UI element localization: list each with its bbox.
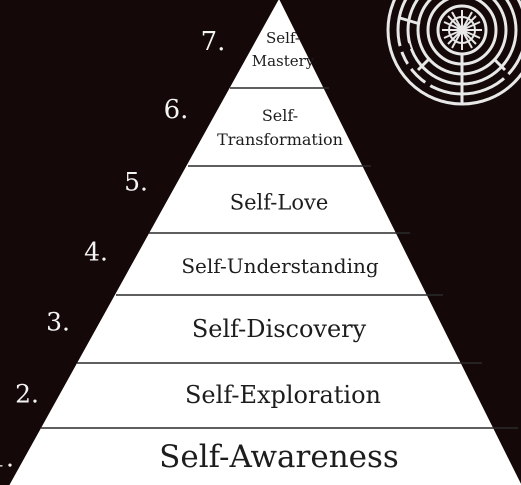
level-1-number: 1. <box>0 443 14 473</box>
level-6-number: 6. <box>163 95 189 125</box>
pyramid-shape <box>9 0 521 485</box>
level-1-label: Self-Awareness <box>159 438 399 475</box>
labyrinth-icon <box>386 0 521 106</box>
level-7-number: 7. <box>200 27 226 57</box>
level-3-number: 3. <box>46 307 70 337</box>
level-5-number: 5. <box>124 167 148 197</box>
level-7-label-line2: Mastery <box>251 52 315 70</box>
level-2-label: Self-Exploration <box>184 380 382 409</box>
level-3-label: Self-Discovery <box>191 314 367 343</box>
level-4-number: 4. <box>84 237 108 267</box>
level-7-label: Self- Mastery <box>252 27 315 74</box>
level-7-label-line1: Self- <box>265 28 301 47</box>
level-6-label-line2: Transformation <box>217 130 343 149</box>
level-5-label: Self-Love <box>229 190 329 215</box>
level-6-label: Self- Transformation <box>217 104 343 152</box>
level-4-label: Self-Understanding <box>181 254 379 278</box>
level-6-label-line1: Self- <box>261 106 299 125</box>
level-2-number: 2. <box>15 379 39 409</box>
